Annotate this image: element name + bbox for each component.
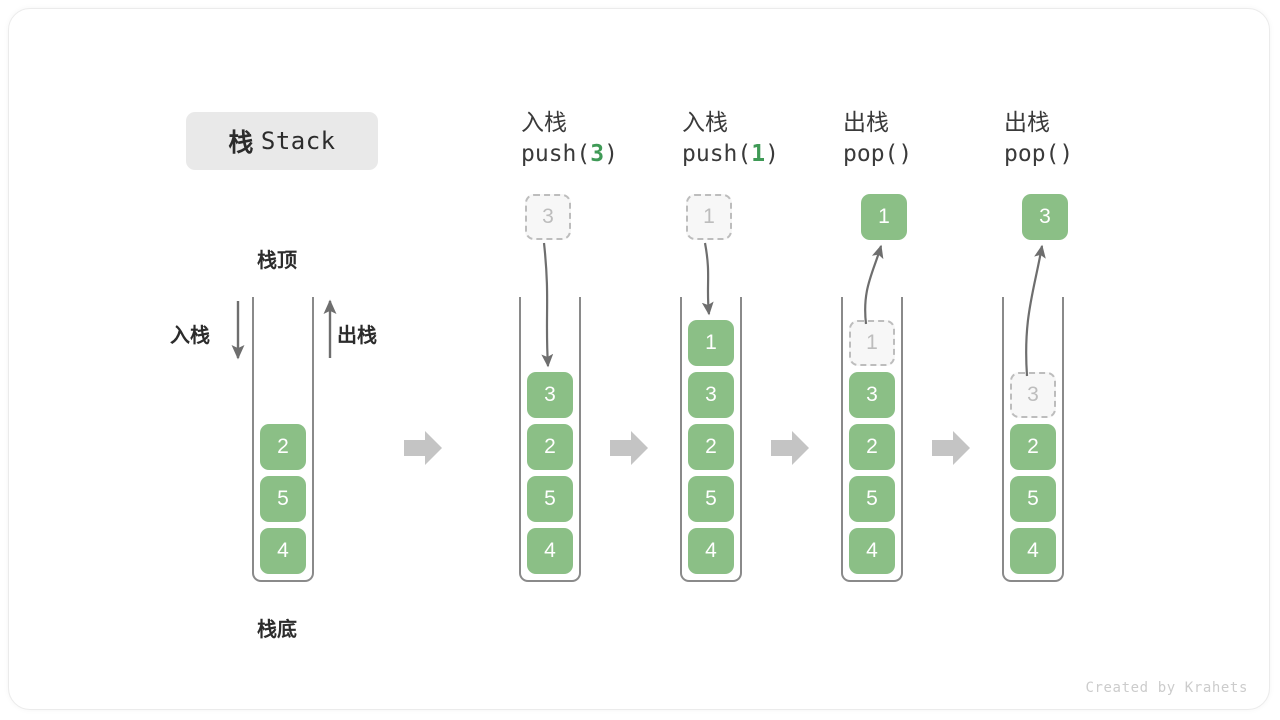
column-header-arg-push-1: 1 (751, 141, 766, 167)
column-header-pop-1: 出栈 pop() (843, 107, 912, 171)
stack-cell-pop-3-3-ghost: 3 (1010, 372, 1056, 418)
column-header-arg-push-3: 3 (590, 141, 605, 167)
column-header-cn-push-3: 入栈 (521, 109, 567, 135)
stack-cell-initial-5: 5 (260, 476, 306, 522)
pop-direction-label: 出栈 (337, 325, 377, 347)
stack-cell-pop-3-4: 4 (1010, 528, 1056, 574)
column-header-code-push-1: push(1) (682, 141, 779, 167)
stack-cell-pop-1-2: 2 (849, 424, 895, 470)
stack-cell-pop-3-5: 5 (1010, 476, 1056, 522)
stack-cell-push-1-1: 1 (688, 320, 734, 366)
stack-cell-push-3-2: 2 (527, 424, 573, 470)
stack-cell-push-1-4: 4 (688, 528, 734, 574)
column-header-code-push-3: push(3) (521, 141, 618, 167)
outgoing-value-pop-3: 3 (1022, 194, 1068, 240)
stack-cell-push-1-3: 3 (688, 372, 734, 418)
stack-cell-pop-3-2: 2 (1010, 424, 1056, 470)
title-cn: 栈 (228, 129, 254, 157)
outgoing-value-pop-1: 1 (861, 194, 907, 240)
stack-cell-pop-1-5: 5 (849, 476, 895, 522)
column-header-pop-3: 出栈 pop() (1004, 107, 1073, 171)
stack-bottom-label: 栈底 (257, 619, 297, 641)
credit-text: Created by Krahets (1085, 680, 1248, 696)
stack-container-pop-1 (841, 297, 903, 582)
column-header-code-pop-3: pop() (1004, 141, 1074, 167)
incoming-value-push-3: 3 (525, 194, 571, 240)
stack-cell-pop-1-1-ghost: 1 (849, 320, 895, 366)
stack-cell-push-3-3: 3 (527, 372, 573, 418)
stack-container-push-1 (680, 297, 742, 582)
stack-cell-push-1-2: 2 (688, 424, 734, 470)
column-header-push-3: 入栈 push(3) (521, 107, 618, 171)
stack-cell-initial-2: 2 (260, 424, 306, 470)
stack-top-label: 栈顶 (257, 250, 297, 272)
column-header-push-1: 入栈 push(1) (682, 107, 779, 171)
stack-cell-push-3-5: 5 (527, 476, 573, 522)
column-header-code-pop-1: pop() (843, 141, 913, 167)
stack-container-pop-3 (1002, 297, 1064, 582)
stack-cell-pop-1-3: 3 (849, 372, 895, 418)
stack-cell-initial-4: 4 (260, 528, 306, 574)
column-header-cn-pop-1: 出栈 (843, 109, 889, 135)
push-direction-label: 入栈 (170, 325, 210, 347)
stack-container-push-3 (519, 297, 581, 582)
column-header-cn-pop-3: 出栈 (1004, 109, 1050, 135)
stack-container-initial (252, 297, 314, 582)
stack-cell-push-3-4: 4 (527, 528, 573, 574)
stack-cell-pop-1-4: 4 (849, 528, 895, 574)
title-en: Stack (260, 127, 336, 155)
incoming-value-push-1: 1 (686, 194, 732, 240)
column-header-cn-push-1: 入栈 (682, 109, 728, 135)
stack-cell-push-1-5: 5 (688, 476, 734, 522)
